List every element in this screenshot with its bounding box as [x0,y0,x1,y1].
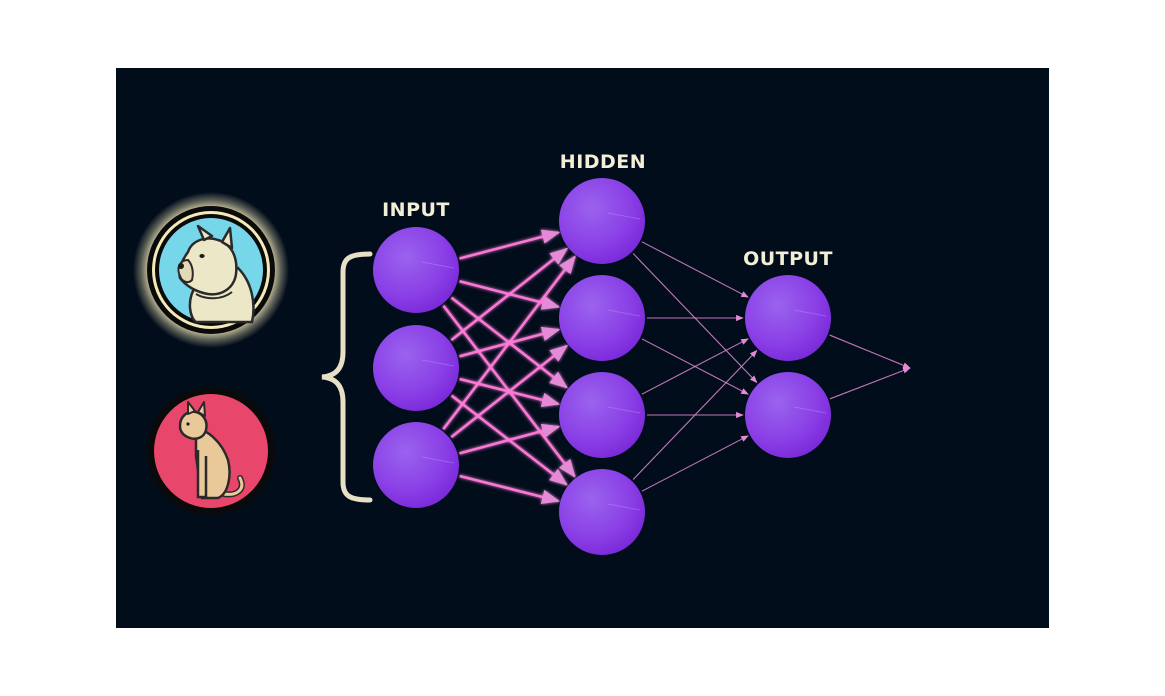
input-node-1 [373,227,459,313]
edge-hidden-3-output-1 [641,338,749,395]
edge-hidden-4-output-1 [632,349,758,480]
hidden-node-2 [559,275,645,361]
cat-icon [178,401,245,500]
cat-example[interactable] [147,387,275,515]
edge-hidden-1-output-1 [641,241,749,298]
hidden-node-1 [559,178,645,264]
edge-input-3-hidden-3 [459,423,561,455]
edge-input-1-hidden-1 [459,229,561,260]
neurons [373,178,831,555]
output-node-1 [745,275,831,361]
hidden-node-4 [559,469,645,555]
output-node-2 [745,372,831,458]
input-brace [321,251,373,503]
hidden-node-3 [559,372,645,458]
input-node-3 [373,422,459,508]
edge-input-2-hidden-1 [450,247,569,342]
edge-input-3-hidden-4 [459,474,561,505]
edge-input-3-hidden-1 [442,255,576,431]
dog-icon [177,224,255,324]
edge-output-2-result [829,367,911,400]
output-layer-label: OUTPUT [743,248,833,270]
hidden-layer-label: HIDDEN [560,151,646,173]
edge-hidden-4-output-2 [641,435,749,492]
input-node-2 [373,325,459,411]
input-layer-label: INPUT [382,199,450,221]
edge-output-1-result [829,334,911,369]
dog-example[interactable] [133,192,289,348]
connections [442,229,911,505]
edge-input-3-hidden-2 [450,344,569,439]
